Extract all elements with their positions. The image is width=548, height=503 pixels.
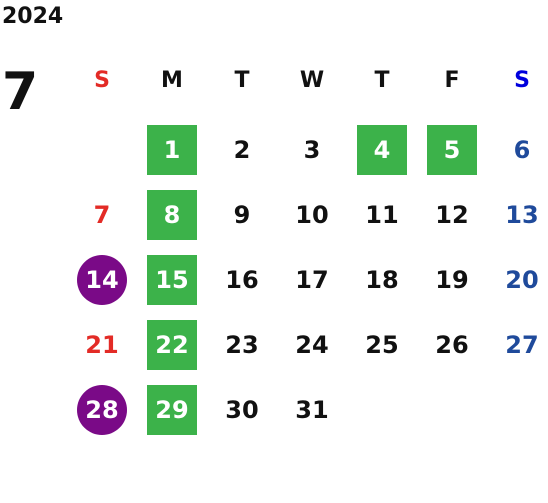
day-cell[interactable]: 20 (505, 266, 539, 294)
weekday-header: T (374, 68, 390, 93)
day-cell[interactable]: 27 (505, 331, 539, 359)
day-cell[interactable]: 22 (147, 320, 197, 370)
day-cell[interactable]: 8 (147, 190, 197, 240)
day-cell[interactable]: 26 (435, 331, 469, 359)
day-cell[interactable]: 28 (77, 385, 127, 435)
day-cell[interactable]: 4 (357, 125, 407, 175)
weekday-header: W (299, 68, 325, 93)
weekday-header: S (514, 68, 530, 93)
day-cell[interactable]: 13 (505, 201, 539, 229)
day-cell[interactable]: 3 (303, 136, 321, 164)
day-cell[interactable]: 18 (365, 266, 399, 294)
day-cell[interactable]: 23 (225, 331, 259, 359)
day-cell[interactable]: 5 (427, 125, 477, 175)
day-cell[interactable]: 1 (147, 125, 197, 175)
day-cell[interactable]: 7 (93, 201, 111, 229)
day-cell[interactable]: 25 (365, 331, 399, 359)
day-cell[interactable]: 15 (147, 255, 197, 305)
weekday-header: F (444, 68, 460, 93)
day-cell[interactable]: 16 (225, 266, 259, 294)
day-cell[interactable]: 31 (295, 396, 329, 424)
day-cell[interactable]: 19 (435, 266, 469, 294)
weekday-header: S (94, 68, 110, 93)
day-cell[interactable]: 9 (233, 201, 251, 229)
day-cell[interactable]: 30 (225, 396, 259, 424)
day-cell[interactable]: 24 (295, 331, 329, 359)
day-cell[interactable]: 12 (435, 201, 469, 229)
day-cell[interactable]: 10 (295, 201, 329, 229)
weekday-header: M (161, 68, 183, 93)
day-cell[interactable]: 29 (147, 385, 197, 435)
day-cell[interactable]: 14 (77, 255, 127, 305)
day-cell[interactable]: 11 (365, 201, 399, 229)
day-cell[interactable]: 21 (85, 331, 119, 359)
month-number: 7 (2, 62, 39, 122)
day-cell[interactable]: 6 (513, 136, 531, 164)
weekday-header: T (234, 68, 250, 93)
day-cell[interactable]: 2 (233, 136, 251, 164)
day-cell[interactable]: 17 (295, 266, 329, 294)
year-label: 2024 (2, 4, 64, 29)
